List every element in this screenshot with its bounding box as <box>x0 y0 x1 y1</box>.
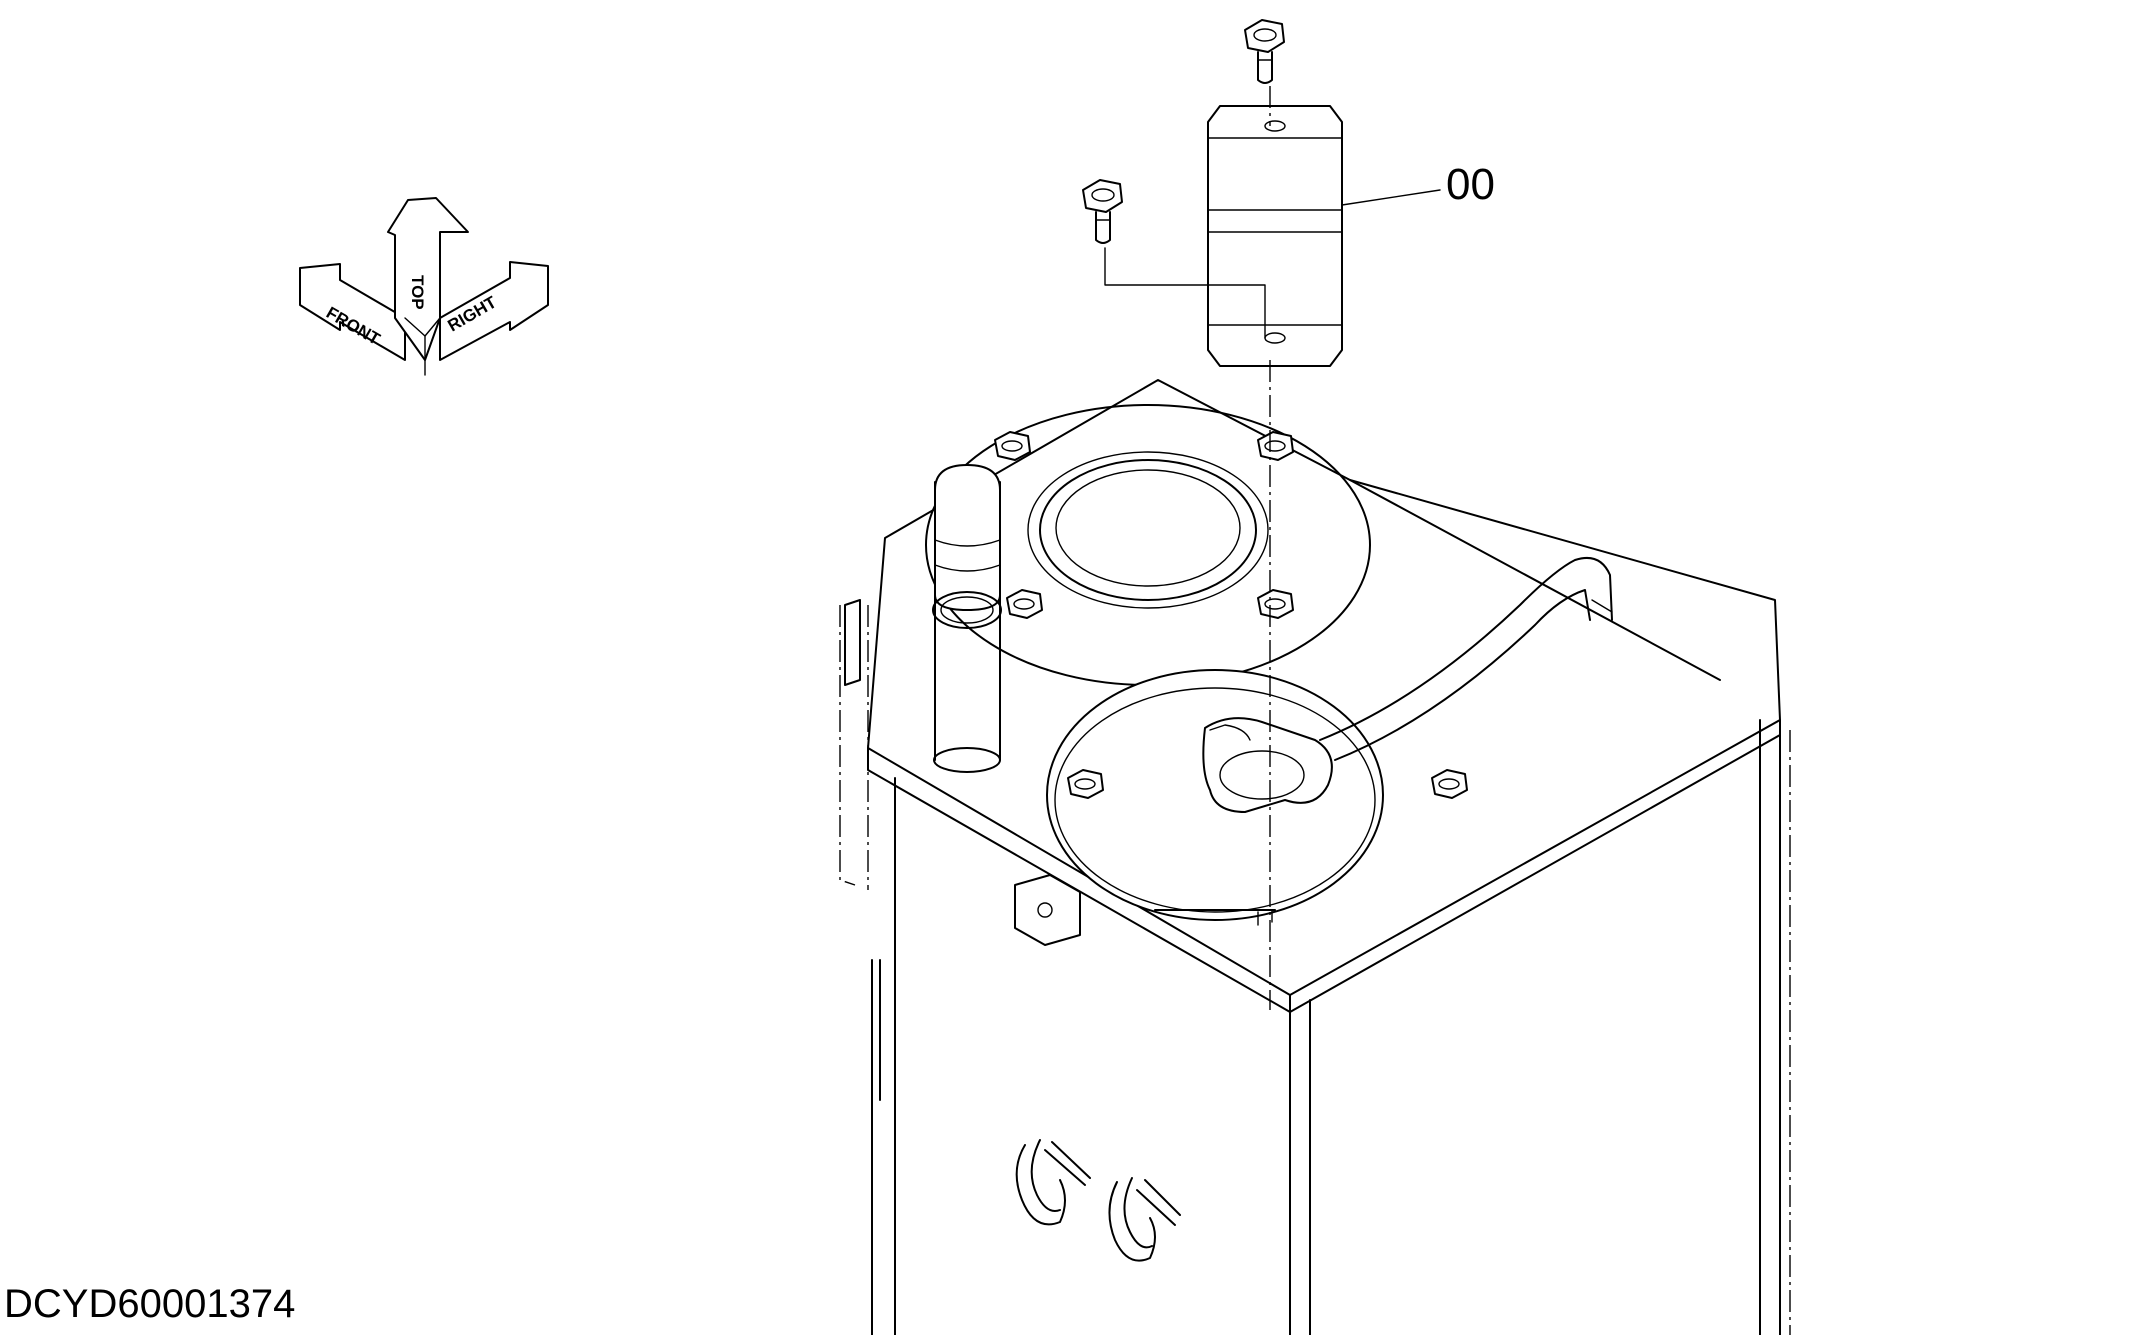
flange-bolts <box>994 431 1294 619</box>
top-arrow <box>387 197 469 361</box>
side-bolt <box>1082 179 1123 244</box>
orientation-indicator: FRONT TOP RIGHT <box>299 197 549 376</box>
front-arrow <box>299 263 406 361</box>
breather-hose <box>1319 556 1613 761</box>
vent-pipe <box>932 464 1002 773</box>
bolt-head-icon <box>994 431 1031 461</box>
bracket-part-00 <box>1207 105 1343 367</box>
bolt-head-icon <box>1257 431 1294 461</box>
right-arrow <box>439 261 549 361</box>
tank-body <box>839 379 1791 1335</box>
filler-cap <box>1202 717 1333 813</box>
top-label: TOP <box>408 275 427 310</box>
bolt-head-icon <box>1431 769 1468 799</box>
bolt-head-icon <box>1067 769 1104 799</box>
callout-leader-line <box>1341 189 1441 206</box>
bolt-head-icon <box>1006 589 1043 619</box>
part-callout-label: 00 <box>1446 160 1495 209</box>
document-id: DCYD60001374 <box>4 1282 296 1326</box>
bolt-head-icon <box>1257 589 1294 619</box>
drain-fittings <box>1015 1139 1181 1262</box>
assembly-lines <box>1104 86 1271 1010</box>
cover-bolts <box>1067 769 1468 799</box>
tank-top-plate <box>867 379 1781 996</box>
front-lug <box>1014 874 1081 946</box>
top-bolt <box>1244 19 1285 84</box>
